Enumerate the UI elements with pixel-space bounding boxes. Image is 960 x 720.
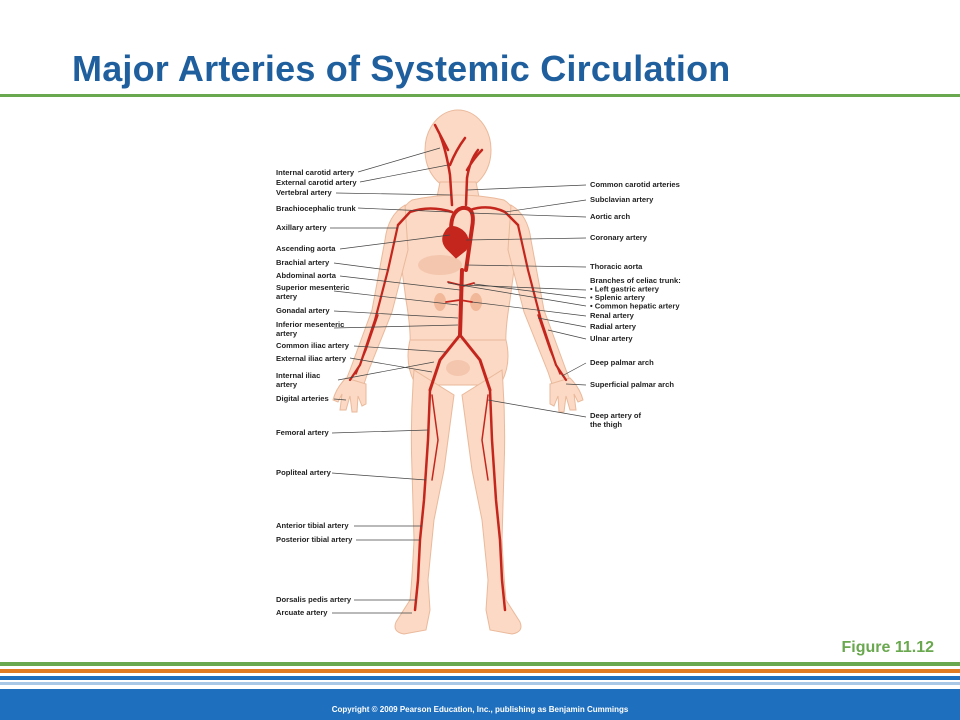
label-ulnar-artery: Ulnar artery [590, 334, 633, 343]
copyright-text: Copyright © 2009 Pearson Education, Inc.… [331, 705, 629, 714]
label-popliteal-artery: Popliteal artery [276, 468, 332, 477]
body-silhouette [332, 109, 584, 635]
deep-thigh-right-path [481, 394, 489, 481]
label-deep-palmar-arch: Deep palmar arch [590, 358, 654, 367]
label-femoral-artery: Femoral artery [276, 428, 330, 437]
labels-right: Common carotid arteries Subclavian arter… [590, 180, 683, 429]
label-axillary-artery: Axillary artery [276, 223, 327, 232]
arteries [348, 123, 568, 612]
label-thoracic-aorta: Thoracic aorta [590, 262, 643, 271]
title-rule-green [0, 94, 960, 97]
iliac-left-path [428, 333, 462, 392]
label-internal-carotid-artery: Internal carotid artery [276, 168, 355, 177]
label-coronary-artery: Coronary artery [590, 233, 648, 242]
label-posterior-tibial-artery: Posterior tibial artery [276, 535, 353, 544]
label-subclavian-artery: Subclavian artery [590, 195, 654, 204]
label-ascending-aorta: Ascending aorta [276, 244, 336, 253]
figure-label: Figure 11.12 [841, 639, 935, 656]
label-external-carotid-artery: External carotid artery [276, 178, 357, 187]
kidney-left [434, 293, 446, 311]
label-radial-artery: Radial artery [590, 322, 637, 331]
label-anterior-tibial-artery: Anterior tibial artery [276, 521, 349, 530]
aortic-arch-path [449, 205, 475, 272]
label-branches-of-celiac-trunk: Branches of celiac trunk: • Left gastric… [590, 276, 683, 311]
label-dorsalis-pedis-artery: Dorsalis pedis artery [276, 595, 352, 604]
leader-lines [330, 147, 587, 614]
radial-right-path [537, 314, 561, 375]
label-common-carotid-arteries: Common carotid arteries [590, 180, 680, 189]
slide-title: Major Arteries of Systemic Circulation [72, 48, 731, 89]
label-abdominal-aorta: Abdominal aorta [276, 271, 337, 280]
subclavian-right-path [468, 206, 520, 227]
subclavian-left-path [396, 207, 454, 227]
label-vertebral-artery: Vertebral artery [276, 188, 332, 197]
iliac-right-path [458, 333, 492, 392]
labels-left: Internal carotid artery External carotid… [276, 168, 357, 617]
heart [442, 226, 469, 259]
label-common-iliac-artery: Common iliac artery [276, 341, 350, 350]
arm-left [345, 204, 409, 385]
footer-rule-green [0, 662, 960, 666]
footer-rule-lightblue [0, 682, 960, 685]
label-gonadal-artery: Gonadal artery [276, 306, 330, 315]
deep-thigh-left-path [431, 394, 439, 481]
carotid-right-path [464, 148, 484, 207]
label-brachiocephalic-trunk: Brachiocephalic trunk [276, 204, 357, 213]
carotid-left-path [433, 123, 467, 207]
femoral-right-path [488, 388, 507, 612]
label-brachial-artery: Brachial artery [276, 258, 330, 267]
leg-right [461, 369, 522, 635]
label-external-iliac-artery: External iliac artery [276, 354, 347, 363]
label-renal-artery: Renal artery [590, 311, 635, 320]
label-aortic-arch: Aortic arch [590, 212, 630, 221]
label-superficial-palmar-arch: Superficial palmar arch [590, 380, 674, 389]
footer-rule-orange [0, 669, 960, 673]
hand-left [332, 377, 367, 413]
bladder [446, 360, 470, 376]
label-arcuate-artery: Arcuate artery [276, 608, 328, 617]
renal-path [445, 299, 473, 303]
label-digital-arteries: Digital arteries [276, 394, 329, 403]
liver [418, 255, 462, 275]
brachial-right-path [516, 223, 568, 382]
descending-aorta-path [458, 268, 464, 337]
radial-left-path [355, 314, 379, 375]
hand-right [549, 377, 584, 413]
kidney-right [470, 293, 482, 311]
femoral-left-path [413, 388, 432, 612]
footer-rule-blue [0, 676, 960, 680]
footer-bar [0, 689, 960, 720]
brachial-left-path [348, 223, 400, 382]
